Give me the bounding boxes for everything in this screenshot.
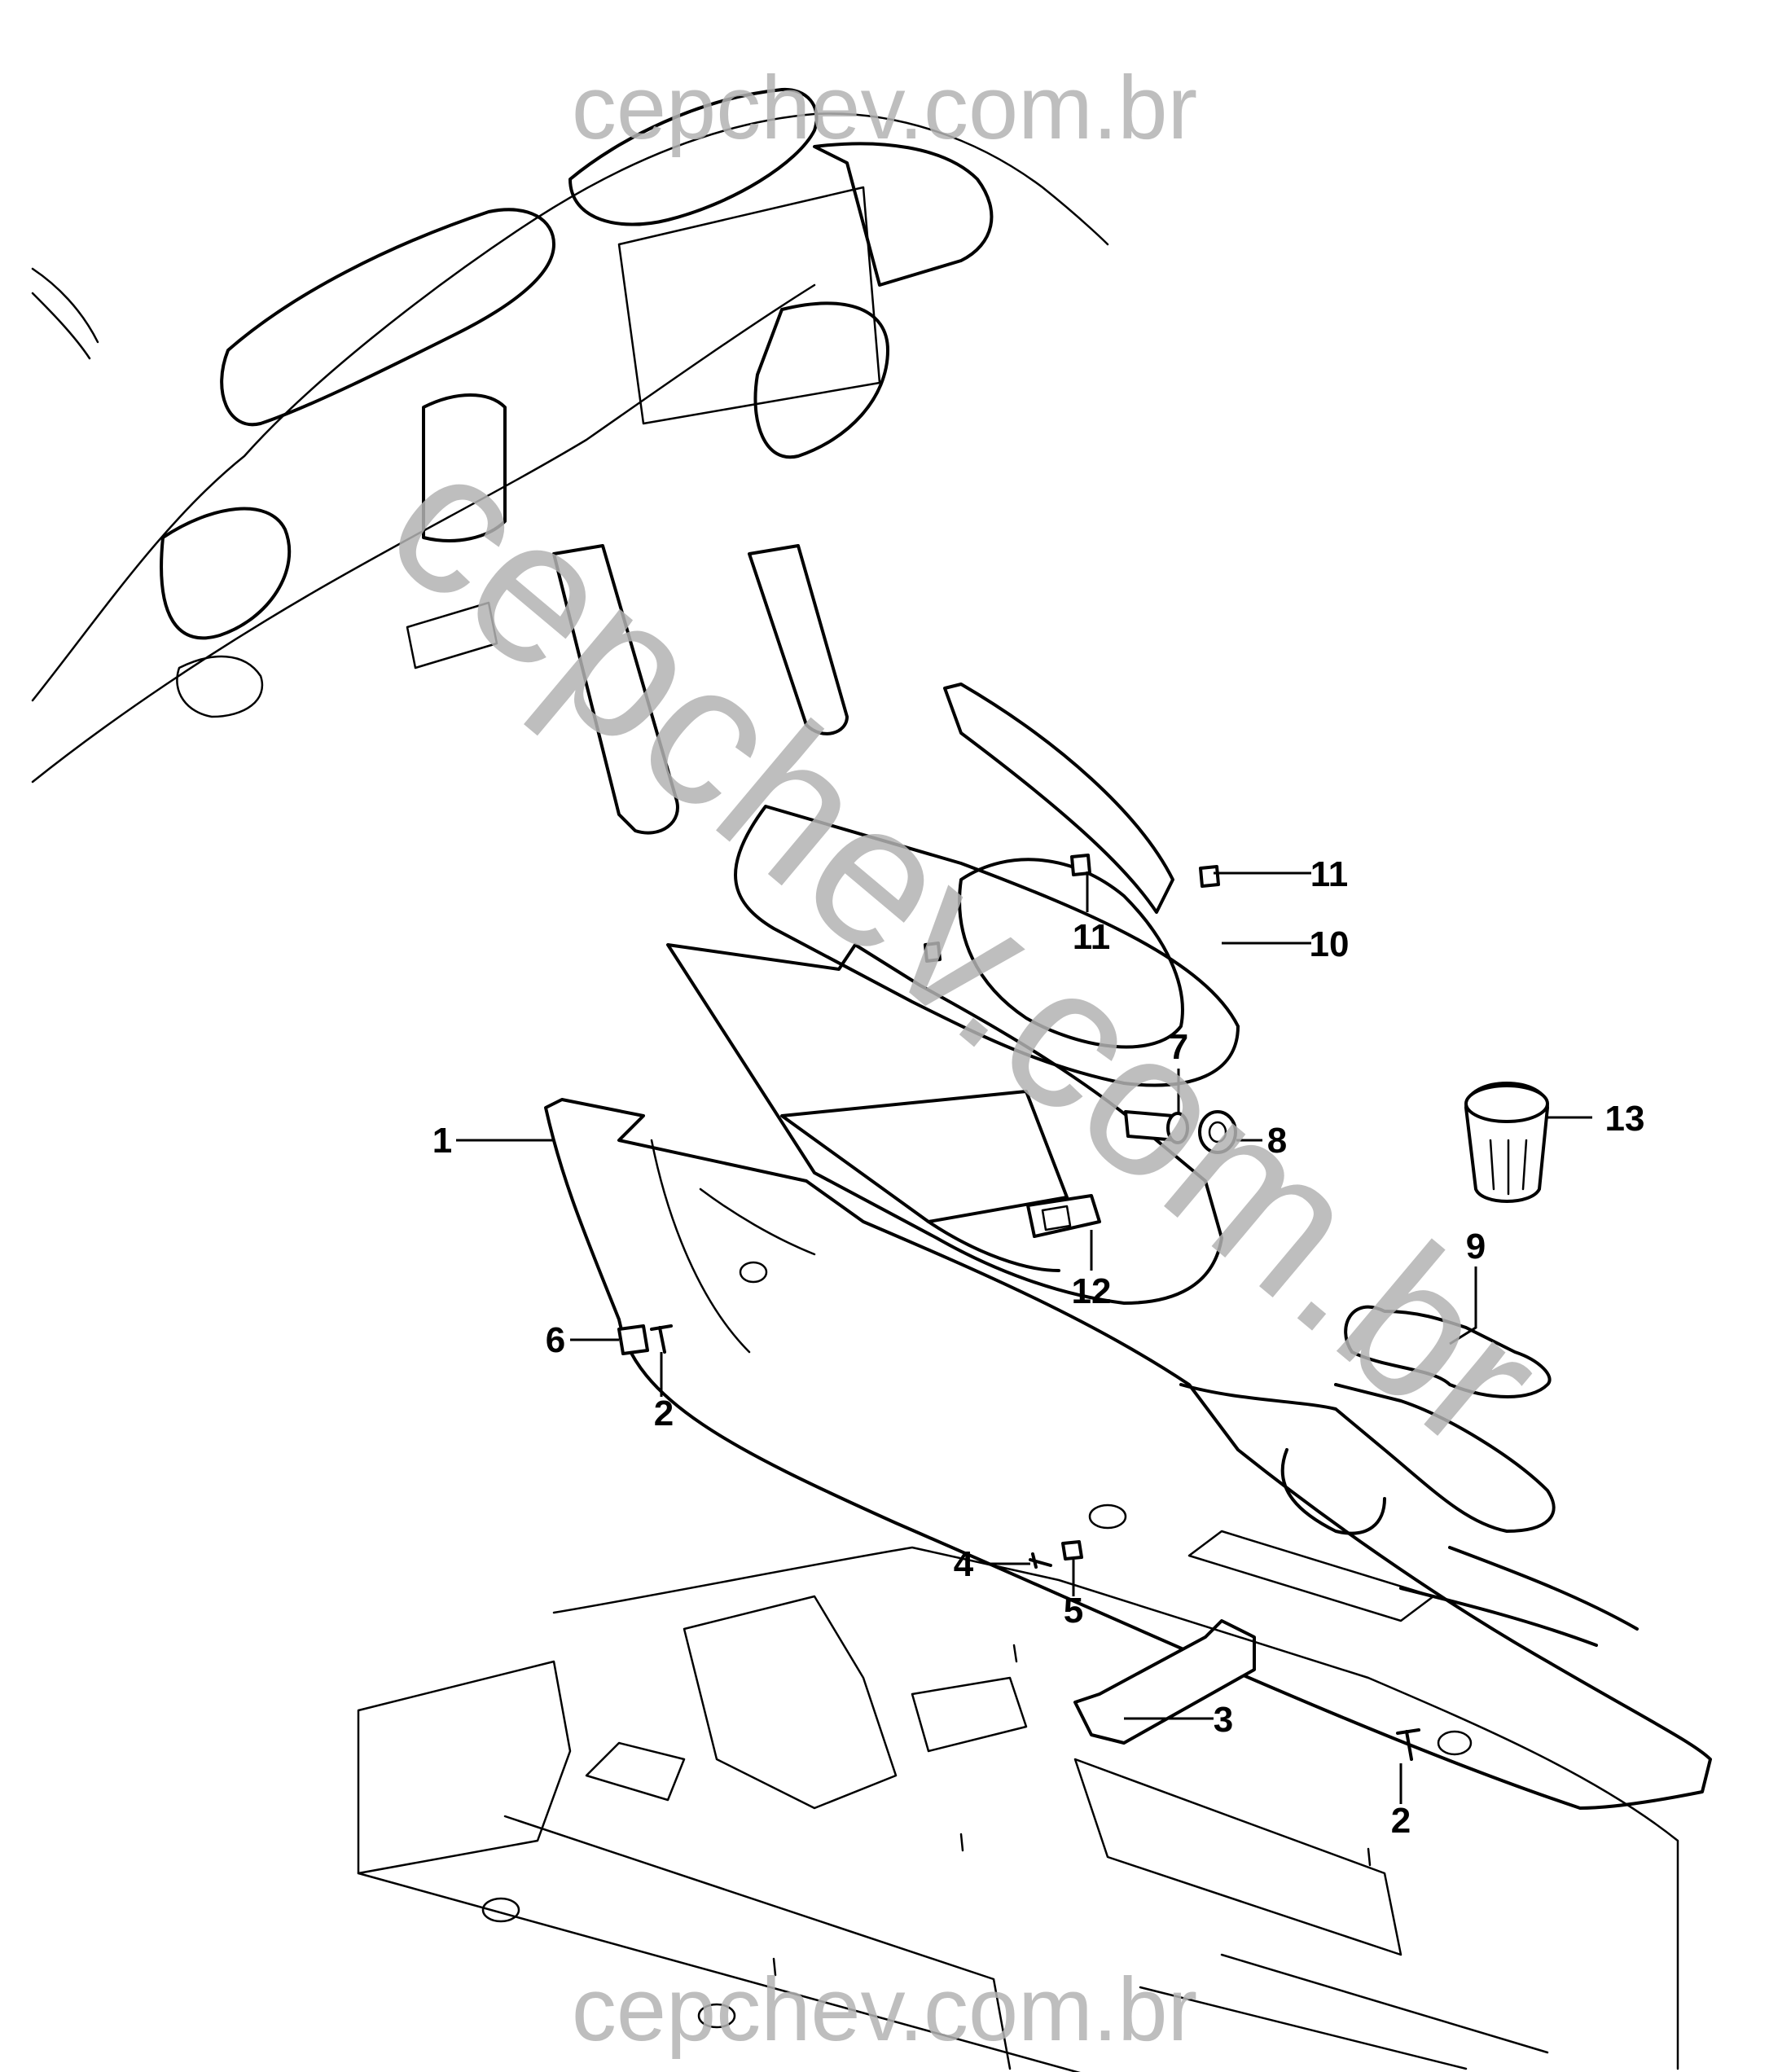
callout-11-right: 11 <box>1310 854 1349 894</box>
callout-9: 9 <box>1466 1227 1486 1266</box>
callout-4: 4 <box>954 1544 974 1584</box>
watermark-bottom: cepchev.com.br <box>572 1960 1197 2060</box>
small-parts-drawing <box>617 854 1552 1761</box>
watermarks: cepchev.com.br cepchev.com.br cepchev.co… <box>348 58 1583 2060</box>
leader-lines <box>456 871 1592 1804</box>
callout-10: 10 <box>1310 924 1350 964</box>
watermark-top: cepchev.com.br <box>572 58 1197 158</box>
callout-7: 7 <box>1169 1027 1188 1067</box>
callout-labels: 1 2 2 3 4 5 6 7 8 9 10 11 11 12 13 <box>432 854 1645 1841</box>
callout-13: 13 <box>1605 1099 1645 1139</box>
callout-5: 5 <box>1064 1591 1083 1631</box>
callout-2-lower: 2 <box>1391 1801 1411 1841</box>
callout-2-upper: 2 <box>654 1394 674 1433</box>
callout-3: 3 <box>1214 1700 1233 1740</box>
callout-1: 1 <box>432 1121 452 1161</box>
floor-pan-drawing <box>357 1546 1679 2072</box>
console-trim-bezel-drawing <box>734 683 1240 1087</box>
floor-console-drawing <box>544 943 1712 1810</box>
callout-11-center: 11 <box>1073 917 1111 957</box>
instrument-panel-drawing <box>31 87 1109 835</box>
callout-12: 12 <box>1072 1271 1112 1311</box>
callout-6: 6 <box>546 1320 565 1360</box>
callout-8: 8 <box>1267 1121 1287 1161</box>
